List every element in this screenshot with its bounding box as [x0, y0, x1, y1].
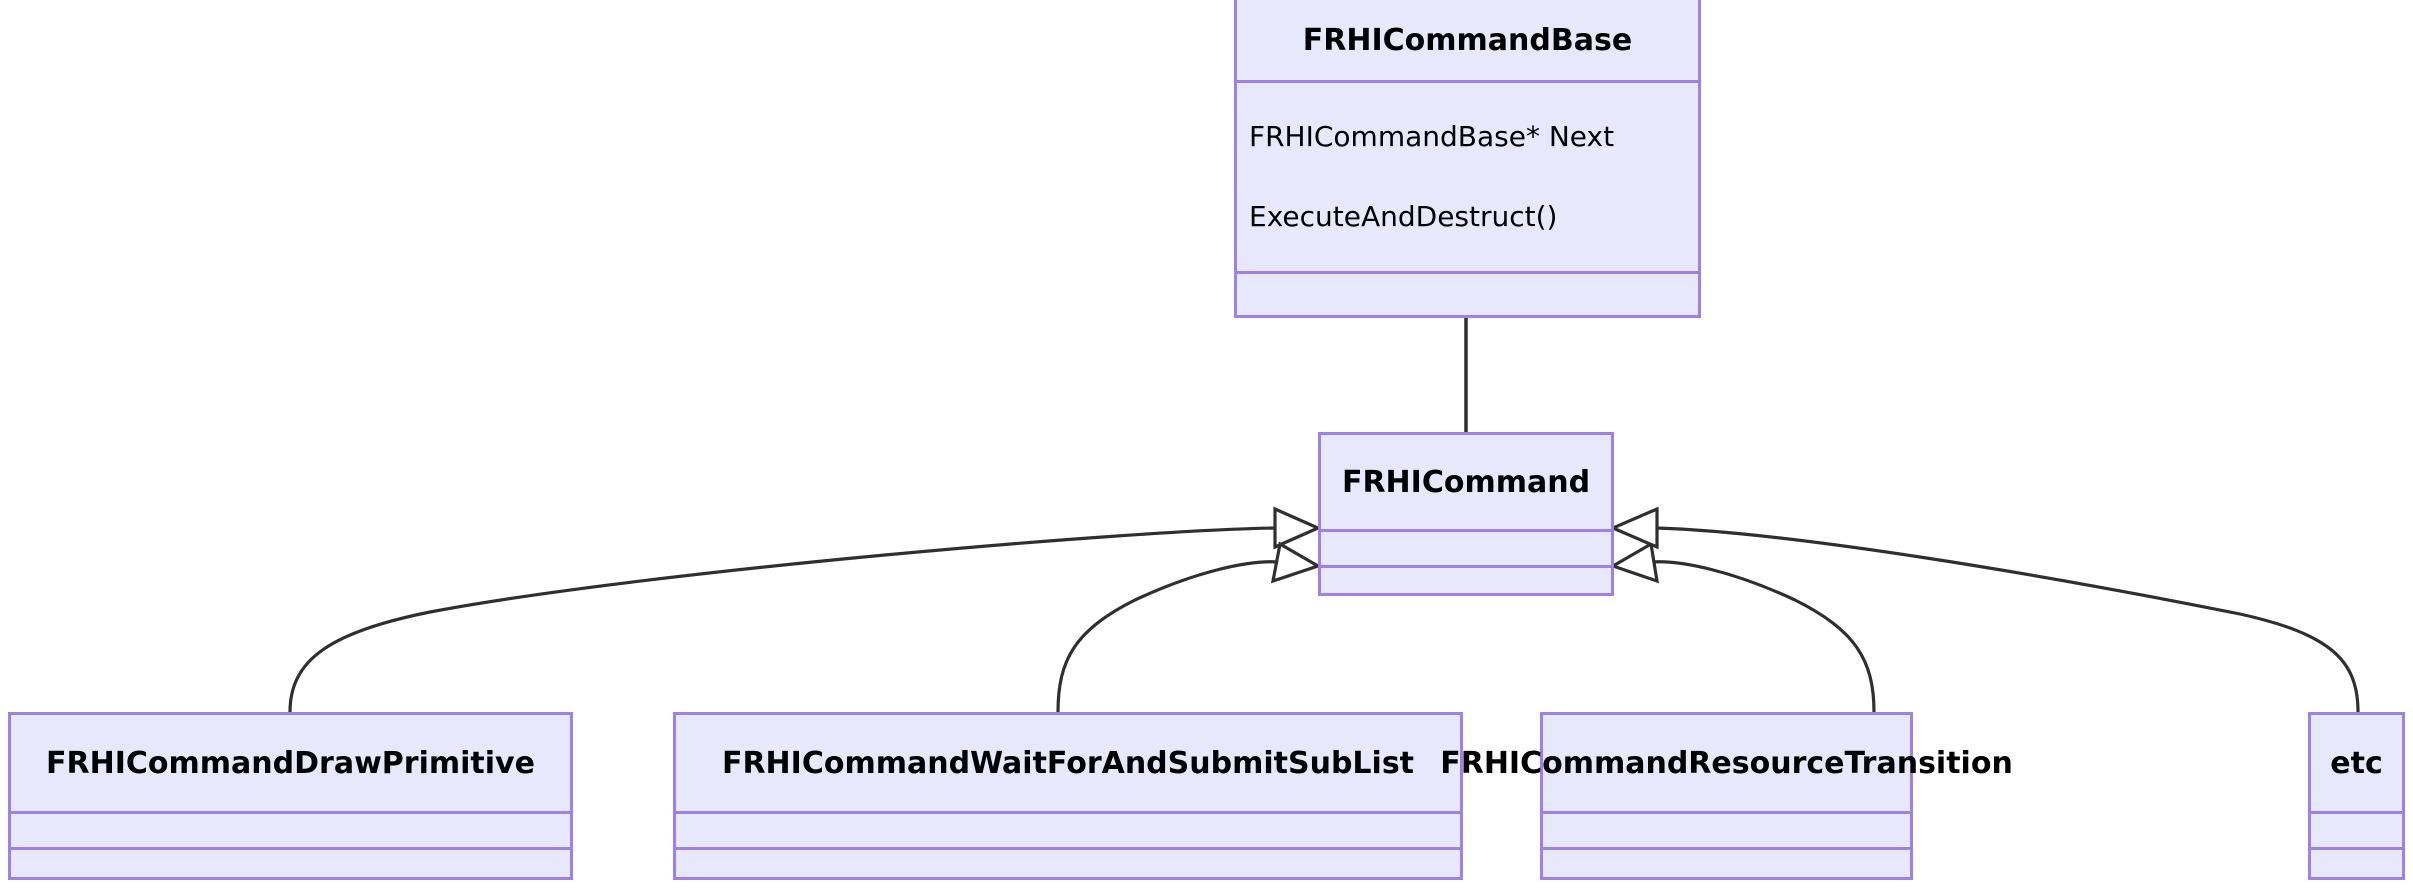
class-operations-frhicommandbase — [1237, 271, 1698, 298]
class-attributes-etc — [2311, 811, 2402, 846]
edge-resourcetransition-to-command — [1609, 541, 1876, 713]
class-operations-frhicommanddrawprimitive — [11, 846, 570, 877]
class-attributes-frhicommandbase: FRHICommandBase* Next ExecuteAndDestruct… — [1237, 80, 1698, 271]
attribute-row: FRHICommandBase* Next — [1249, 120, 1615, 153]
edge-etc-to-command — [1608, 506, 2360, 713]
class-node-frhicommandbase[interactable]: FRHICommandBase FRHICommandBase* Next Ex… — [1234, 0, 1701, 318]
attribute-row: ExecuteAndDestruct() — [1249, 200, 1558, 233]
class-attributes-frhicommandwaitforandsubmitsublist — [676, 811, 1460, 846]
class-node-frhicommanddrawprimitive[interactable]: FRHICommandDrawPrimitive — [8, 712, 573, 880]
class-attributes-frhicommanddrawprimitive — [11, 811, 570, 846]
edge-drawprimitive-to-command — [288, 506, 1322, 713]
class-node-etc[interactable]: etc — [2308, 712, 2405, 880]
class-attributes-frhicommandresourcetransition — [1543, 811, 1910, 846]
class-title-frhicommandwaitforandsubmitsublist: FRHICommandWaitForAndSubmitSubList — [721, 745, 1415, 781]
class-node-frhicommand[interactable]: FRHICommand — [1318, 432, 1614, 596]
class-operations-etc — [2311, 846, 2402, 877]
class-operations-frhicommandresourcetransition — [1543, 846, 1910, 877]
class-title-frhicommandresourcetransition: FRHICommandResourceTransition — [1440, 745, 2013, 781]
class-title-etc: etc — [2330, 745, 2383, 781]
class-operations-frhicommandwaitforandsubmitsublist — [676, 846, 1460, 877]
class-attributes-frhicommand — [1321, 529, 1611, 564]
class-operations-frhicommand — [1321, 564, 1611, 594]
class-node-frhicommandresourcetransition[interactable]: FRHICommandResourceTransition — [1440, 712, 2013, 880]
edge-waitsublist-to-command — [1056, 541, 1322, 713]
class-title-frhicommand: FRHICommand — [1341, 464, 1591, 500]
class-node-frhicommandwaitforandsubmitsublist[interactable]: FRHICommandWaitForAndSubmitSubList — [673, 712, 1463, 880]
class-title-frhicommandbase: FRHICommandBase — [1302, 22, 1633, 58]
class-title-frhicommanddrawprimitive: FRHICommandDrawPrimitive — [46, 745, 535, 781]
